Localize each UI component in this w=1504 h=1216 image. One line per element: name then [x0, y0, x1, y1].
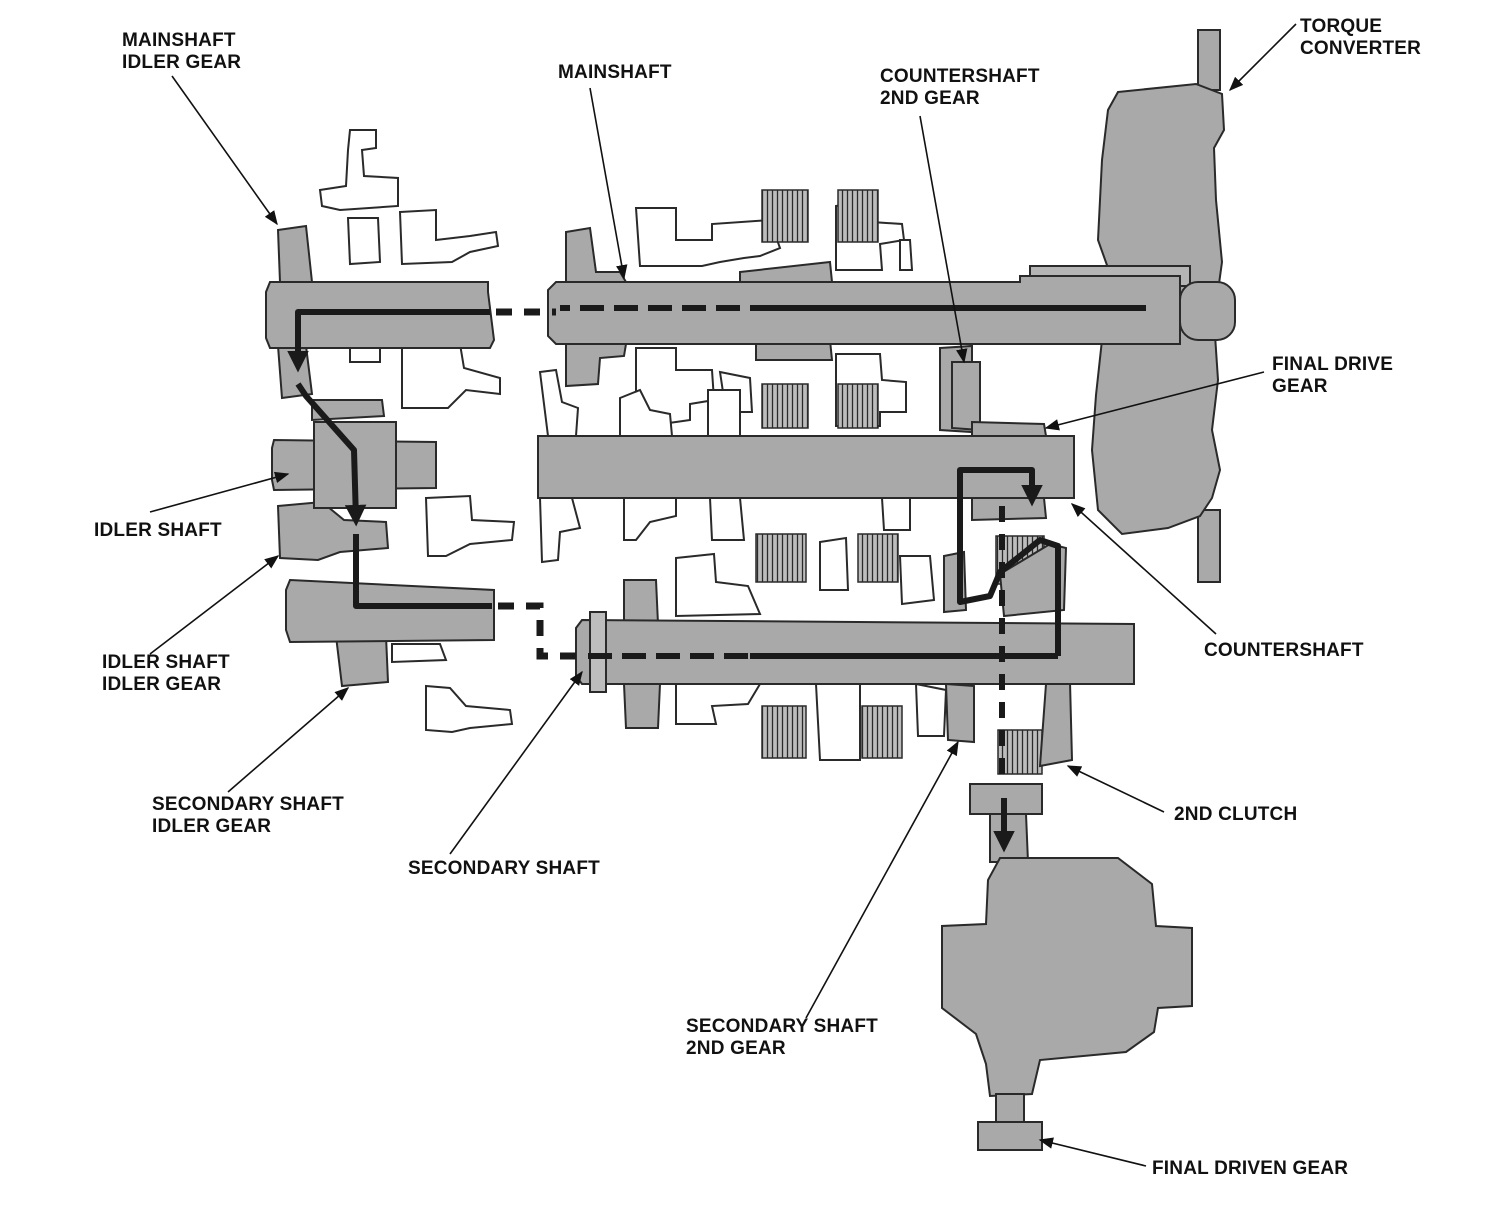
- lower-gear-set: [675, 536, 948, 761]
- countershaft-gear-outlines: [538, 368, 911, 564]
- power-flow-path: [287, 305, 1146, 853]
- leader-final-drive-gear: [1044, 371, 1265, 431]
- label-final-driven-gear: FINAL DRIVEN GEAR: [1152, 1158, 1349, 1179]
- secondary-shaft-left-section: [285, 578, 495, 644]
- secondary-shaft-end-nut: [589, 611, 607, 693]
- secondary-shaft-body: [575, 618, 1135, 685]
- leader-final-driven-gear: [1038, 1137, 1147, 1167]
- label-countershaft: COUNTERSHAFT: [1204, 640, 1364, 661]
- leader-idler-shaft-idler-gear: [149, 555, 280, 655]
- label-final-drive-gear: FINAL DRIVE GEAR: [1272, 354, 1394, 397]
- label-2nd-clutch: 2ND CLUTCH: [1174, 804, 1298, 825]
- label-secondary-shaft: SECONDARY SHAFT: [408, 858, 600, 879]
- leader-2nd-clutch: [1066, 765, 1165, 813]
- leader-secondary-shaft-2nd-gear: [805, 740, 959, 1019]
- label-mainshaft-idler-gear: MAINSHAFT IDLER GEAR: [122, 30, 242, 73]
- label-idler-shaft: IDLER SHAFT: [94, 520, 222, 541]
- label-mainshaft: MAINSHAFT: [558, 62, 672, 83]
- leader-countershaft: [1070, 503, 1217, 635]
- left-upper-gear-outlines: [318, 129, 516, 734]
- label-idler-shaft-idler-gear: IDLER SHAFT IDLER GEAR: [102, 652, 230, 695]
- leader-torque-converter: [1228, 23, 1297, 92]
- leader-secondary-shaft: [449, 670, 583, 855]
- final-driven-gear: [941, 783, 1193, 1151]
- label-torque-converter: TORQUE CONVERTER: [1300, 16, 1422, 59]
- leader-countershaft-2nd-gear: [919, 115, 968, 364]
- leader-idler-shaft: [149, 471, 290, 513]
- leader-secondary-shaft-idler-gear: [227, 687, 350, 793]
- leader-mainshaft: [589, 87, 628, 280]
- mainshaft-clutch-packs: [755, 189, 1045, 775]
- label-secondary-shaft-idler-gear: SECONDARY SHAFT IDLER GEAR: [152, 794, 344, 837]
- leader-mainshaft-idler-gear: [171, 75, 278, 226]
- label-countershaft-2nd-gear: COUNTERSHAFT 2ND GEAR: [880, 66, 1040, 109]
- shaft-link-dashes: [496, 308, 586, 660]
- mainshaft-gears: [565, 226, 981, 434]
- label-secondary-shaft-2nd-gear: SECONDARY SHAFT 2ND GEAR: [686, 1016, 878, 1059]
- leader-lines: [149, 23, 1297, 1167]
